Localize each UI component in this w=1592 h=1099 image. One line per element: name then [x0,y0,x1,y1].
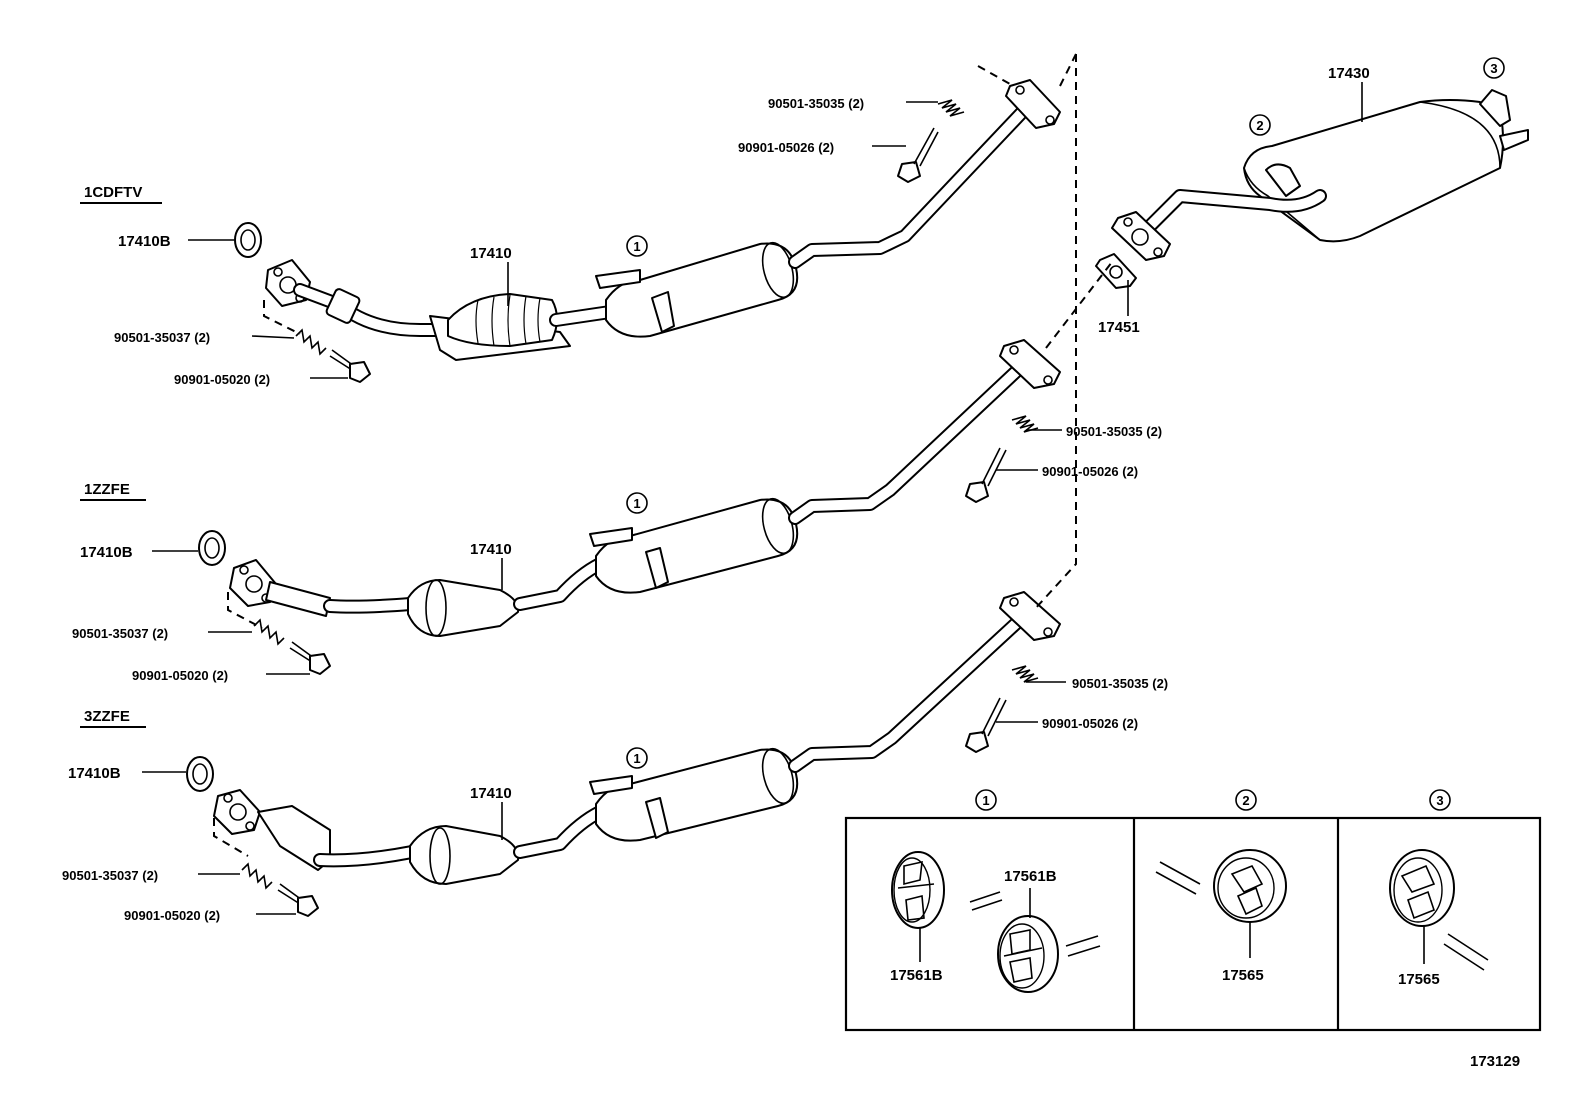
label-17430: 17430 [1328,65,1370,82]
svg-text:1: 1 [633,239,640,254]
svg-text:1: 1 [633,496,640,511]
section-label-3zzfe: 3ZZFE [80,708,146,728]
svg-text:1ZZFE: 1ZZFE [84,481,130,498]
label-90501-35035-a: 90501-35035 (2) [768,96,864,111]
label-17561b-b: 17561B [1004,868,1057,885]
label-17451: 17451 [1098,319,1140,336]
rear-flange-b [999,339,1061,389]
svg-text:1CDFTV: 1CDFTV [84,184,142,201]
hanger-detail-box: 1 2 3 17561B 17561B [844,789,1542,1032]
resonator-a [605,242,799,338]
svg-text:3ZZFE: 3ZZFE [84,708,130,725]
muffler-hanger-rod [1479,89,1511,127]
assembly-1cdftv [234,79,1061,361]
bolt-90901-05020-c [277,883,319,917]
muffler-assembly [1095,89,1529,289]
callout-2-muffler: 2 [1249,114,1271,136]
callout-1-b: 1 [626,492,648,514]
label-90901-05026-c: 90901-05026 (2) [1042,716,1138,731]
label-17410-c: 17410 [470,785,512,802]
bolt-90901-05020-a [329,349,371,383]
spring-90501-35037-b [253,618,285,646]
dashed-connector-main [1033,54,1077,611]
assembly-1zzfe [198,339,1061,637]
label-90501-35037-a: 90501-35037 (2) [114,330,210,345]
label-90901-05026-a: 90901-05026 (2) [738,140,834,155]
spring-90501-35035-c [1011,665,1039,683]
callout-3-muffler: 3 [1483,57,1505,79]
resonator-b [595,498,799,594]
label-17565-a: 17565 [1222,967,1264,984]
svg-text:2: 2 [1256,118,1263,133]
bolt-90901-05026-a [897,127,939,183]
svg-text:3: 3 [1436,793,1443,808]
detail-callout-3: 3 [1429,789,1451,811]
gasket-17410b-b [198,530,226,566]
label-90901-05020-a: 90901-05020 (2) [174,372,270,387]
spring-90501-35035-b [1011,415,1039,433]
bolt-90901-05026-b [965,447,1007,503]
gasket-17410b-c [186,756,214,792]
label-17410-a: 17410 [470,245,512,262]
label-90501-35035-b: 90501-35035 (2) [1066,424,1162,439]
section-label-1cdftv: 1CDFTV [80,184,162,204]
label-90901-05020-b: 90901-05020 (2) [132,668,228,683]
section-label-1zzfe: 1ZZFE [80,481,146,501]
gasket-17410b-a [234,222,262,258]
assembly-3zzfe [186,591,1061,885]
diagram-id: 173129 [1470,1053,1520,1070]
svg-text:1: 1 [633,751,640,766]
spring-90501-35037-a [295,328,327,356]
callout-1-a: 1 [626,235,648,257]
rear-flange-a [1005,79,1061,129]
label-17410-b: 17410 [470,541,512,558]
detail-callout-2: 2 [1235,789,1257,811]
svg-text:2: 2 [1242,793,1249,808]
rubber-hanger-17561b-b [997,915,1059,993]
label-90501-35035-c: 90501-35035 (2) [1072,676,1168,691]
rubber-hanger-17561b-a [891,851,945,929]
spring-90501-35037-c [241,862,273,890]
catalytic-converter-a [447,293,558,347]
label-17410b-c: 17410B [68,765,121,782]
svg-text:3: 3 [1490,61,1497,76]
resonator-c [595,748,799,842]
bolt-90901-05020-b [289,641,331,675]
label-17565-b: 17565 [1398,971,1440,988]
svg-text:1: 1 [982,793,989,808]
rear-flange-c [999,591,1061,641]
label-17410b-a: 17410B [118,233,171,250]
label-17410b-b: 17410B [80,544,133,561]
bolt-90901-05026-c [965,697,1007,753]
label-90901-05020-c: 90901-05020 (2) [124,908,220,923]
rubber-hanger-17565-b [1389,849,1455,927]
gasket-17451 [1095,253,1137,289]
label-90501-35037-b: 90501-35037 (2) [72,626,168,641]
label-17561b-a: 17561B [890,967,943,984]
detail-callout-1: 1 [975,789,997,811]
label-90501-35037-c: 90501-35037 (2) [62,868,158,883]
label-90901-05026-b: 90901-05026 (2) [1042,464,1138,479]
rubber-hanger-17565-a [1213,849,1287,923]
callout-1-c: 1 [626,747,648,769]
spring-90501-35035-a [937,99,965,117]
